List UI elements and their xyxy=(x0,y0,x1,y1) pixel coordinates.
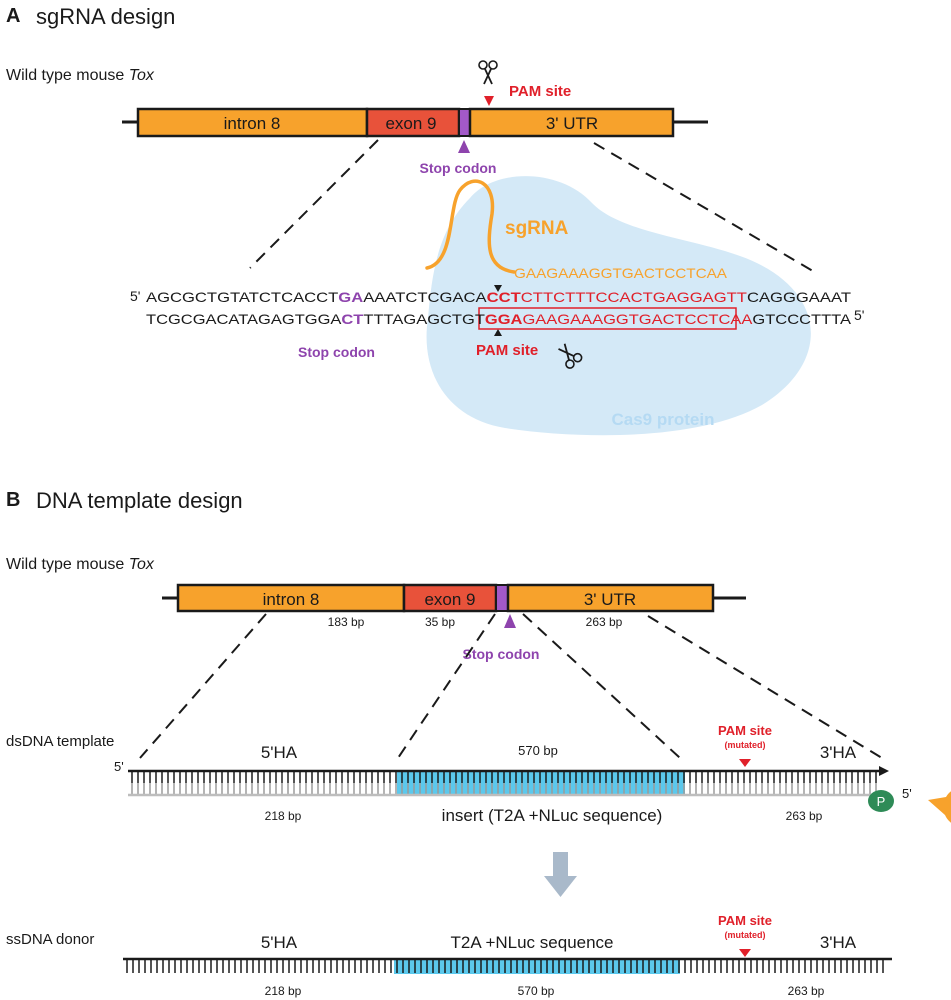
ss-5ha-label: 5'HA xyxy=(261,933,298,952)
zoom-line-b1 xyxy=(139,613,267,759)
ss-ticks xyxy=(126,959,884,973)
dsdna-label: dsDNA template xyxy=(6,733,114,750)
ds-pam-arrow xyxy=(739,759,751,767)
scissors-icon-bottom xyxy=(558,343,583,369)
target-box xyxy=(478,307,737,330)
panel-b-letter: B xyxy=(6,489,20,511)
intron8-label-b: intron 8 xyxy=(263,590,320,609)
ds-top-ticks xyxy=(131,771,877,783)
cas9-label: Cas9 protein xyxy=(612,410,715,429)
sgrna-loop xyxy=(425,179,516,274)
pam-arrow-a xyxy=(484,96,494,106)
utr-label-a: 3' UTR xyxy=(546,114,598,133)
intron8-box-b xyxy=(176,583,406,613)
ds-top-arrow xyxy=(879,766,889,776)
ds-insert-size: 570 bp xyxy=(518,743,558,758)
down-arrow-icon xyxy=(544,852,577,897)
scissors-icon xyxy=(478,60,498,85)
ds-insert-block xyxy=(397,772,685,794)
sgrna-sequence: GAAGAAAGGTGACTCCTCAA xyxy=(514,265,728,281)
pam-site-label-a: PAM site xyxy=(509,83,571,100)
exon9-label-b: exon 9 xyxy=(424,590,475,609)
zoom-line-left-a xyxy=(249,139,379,269)
stop-codon-box-b xyxy=(495,584,509,612)
cut-mark-top xyxy=(494,285,502,292)
ds-pam-label: PAM site xyxy=(718,723,772,738)
ss-pam-arrow xyxy=(739,949,751,957)
utr-box-a xyxy=(468,107,675,138)
ss-insert-block xyxy=(394,959,680,974)
phosphate-marker xyxy=(868,790,894,812)
ds-3ha-label: 3'HA xyxy=(820,743,857,762)
top-strand-5prime: 5' xyxy=(130,288,140,304)
ds-bottom-ticks xyxy=(131,783,877,795)
cas9-protein-shape xyxy=(426,176,811,436)
ss-pam-label: PAM site xyxy=(718,913,772,928)
ds-size-5ha: 218 bp xyxy=(265,809,302,823)
zoom-line-right-a xyxy=(593,142,819,275)
stop-codon-label-a: Stop codon xyxy=(420,160,497,176)
zoom-line-b4 xyxy=(647,615,883,759)
size-intron8: 183 bp xyxy=(328,615,365,629)
pam-site-label-a2: PAM site xyxy=(476,342,538,359)
ss-mutated-label: (mutated) xyxy=(725,930,766,940)
ds-5prime-right: 5' xyxy=(902,786,912,801)
ds-size-3ha: 263 bp xyxy=(786,809,823,823)
panel-a-gene-label: Wild type mouse Tox xyxy=(6,67,155,84)
stop-codon-label-b: Stop codon xyxy=(463,646,540,662)
ss-insert-label: T2A +NLuc sequence xyxy=(450,933,613,952)
size-utr: 263 bp xyxy=(586,615,623,629)
size-exon9: 35 bp xyxy=(425,615,455,629)
stop-arrow-b xyxy=(504,614,516,628)
stop-codon-box-a xyxy=(458,108,471,137)
ds-mutated-label: (mutated) xyxy=(725,740,766,750)
exonuclease-icon xyxy=(928,791,951,823)
panel-b-title: DNA template design xyxy=(36,488,243,513)
zoom-line-b2 xyxy=(397,613,496,759)
zoom-line-b3 xyxy=(522,613,681,759)
panel-a-title: sgRNA design xyxy=(36,4,175,29)
cut-mark-bottom xyxy=(494,329,502,336)
utr-label-b: 3' UTR xyxy=(584,590,636,609)
ssdna-label: ssDNA donor xyxy=(6,931,94,948)
phosphate-label: P xyxy=(877,794,886,809)
bottom-strand-5prime: 5' xyxy=(854,307,864,323)
ss-size-5ha: 218 bp xyxy=(265,984,302,998)
ds-5ha-label: 5'HA xyxy=(261,743,298,762)
ss-insert-size: 570 bp xyxy=(518,984,555,998)
ds-insert-label: insert (T2A +NLuc sequence) xyxy=(442,806,663,825)
stop-arrow-a xyxy=(458,140,470,153)
utr-box-b xyxy=(506,583,715,613)
dsdna-5prime-left: 5' xyxy=(114,759,124,774)
panel-a-letter: A xyxy=(6,5,20,27)
intron8-label-a: intron 8 xyxy=(224,114,281,133)
ss-size-3ha: 263 bp xyxy=(788,984,825,998)
ss-3ha-label: 3'HA xyxy=(820,933,857,952)
exon9-label-a: exon 9 xyxy=(385,114,436,133)
panel-b-gene-label: Wild type mouse Tox xyxy=(6,556,155,573)
stop-codon-label-a2: Stop codon xyxy=(298,344,375,360)
sgrna-label: sgRNA xyxy=(505,218,569,239)
